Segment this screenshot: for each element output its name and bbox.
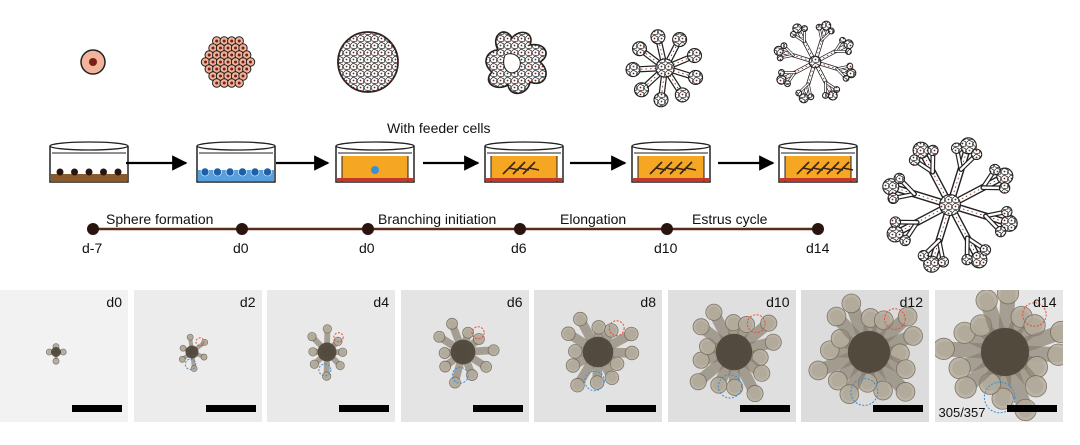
highlighted-bud-red (471, 326, 485, 340)
organoid-count-label: 305/357 (938, 405, 986, 420)
timeline (87, 223, 824, 235)
branched-organoid-icon (625, 29, 704, 108)
organoid-micrograph (432, 317, 500, 389)
panel-day-label: d8 (640, 294, 656, 310)
microscopy-panel: d6 (400, 290, 529, 422)
microscopy-panel: d0 (0, 290, 128, 422)
panel-day-label: d10 (766, 294, 790, 310)
scale-bar (339, 405, 389, 412)
scale-bar (606, 405, 656, 412)
scale-bar (1006, 405, 1057, 412)
organoid-micrograph (561, 311, 640, 393)
culture-dish-icon (484, 141, 564, 183)
highlighted-bud-blue (451, 367, 469, 384)
culture-dish-icon (631, 141, 711, 183)
panel-day-label: d2 (239, 294, 256, 310)
highlighted-bud-blue (184, 358, 196, 371)
stage-label-branching-initiation: Branching initiation (378, 211, 497, 227)
organoid-schematic (49, 20, 1018, 273)
culture-dish-icon (49, 141, 129, 183)
scale-bar (739, 405, 790, 412)
organoid-micrograph (808, 293, 923, 406)
organoid-micrograph (689, 303, 782, 403)
scale-bar (472, 405, 523, 412)
highlighted-bud-red (884, 308, 906, 330)
panel-day-label: d0 (106, 294, 122, 310)
highlighted-bud-blue (318, 363, 332, 377)
scale-bar (873, 405, 923, 412)
timeline-day-label: d6 (511, 240, 527, 256)
budding-organoid-icon (485, 31, 547, 95)
stage-label-elongation: Elongation (560, 211, 627, 227)
culture-dish-icon (335, 141, 415, 183)
microscopy-panel: d10 (667, 290, 796, 422)
elongated-organoid-icon (773, 20, 857, 104)
highlighted-bud-blue (983, 381, 1015, 414)
timeline-day-label: d-7 (82, 240, 103, 256)
highlighted-bud-blue (584, 370, 605, 392)
organoid-micrograph (934, 290, 1063, 422)
panel-day-label: d4 (373, 294, 389, 310)
panel-day-label: d6 (506, 294, 523, 310)
culture-dish-icon (778, 141, 858, 183)
mature-organoid-icon (882, 137, 1018, 273)
panel-day-label: d12 (899, 294, 923, 310)
culture-condition-label: With feeder cells (387, 120, 491, 136)
culture-dishes (49, 141, 858, 183)
highlighted-bud-red (333, 332, 344, 343)
timeline-day-label: d14 (806, 240, 830, 256)
timeline-day-label: d0 (233, 240, 249, 256)
stage-label-sphere-formation: Sphere formation (106, 211, 214, 227)
scale-bar (205, 405, 256, 412)
highlighted-bud-red (194, 337, 204, 347)
microscopy-panel: d2 (133, 290, 262, 422)
organoid-micrograph (178, 333, 208, 372)
single-cell-icon (80, 49, 106, 75)
scale-bar (72, 405, 122, 412)
culture-dish-icon (196, 141, 276, 183)
microscopy-panel: d4 (267, 290, 395, 422)
microscopy-panel: d14 305/357 (934, 290, 1063, 422)
cell-aggregate-icon (200, 36, 256, 88)
sphere-icon (337, 31, 399, 93)
organoid-micrograph (45, 343, 67, 365)
highlighted-bud-red (608, 320, 625, 337)
timeline-day-label: d0 (359, 240, 375, 256)
panel-day-label: d14 (1033, 294, 1057, 310)
microscopy-panel: d8 (534, 290, 662, 422)
organoid-micrograph (307, 324, 348, 381)
timeline-day-label: d10 (654, 240, 678, 256)
microscopy-panel: d12 (801, 290, 929, 422)
stage-label-estrus-cycle: Estrus cycle (692, 211, 768, 227)
